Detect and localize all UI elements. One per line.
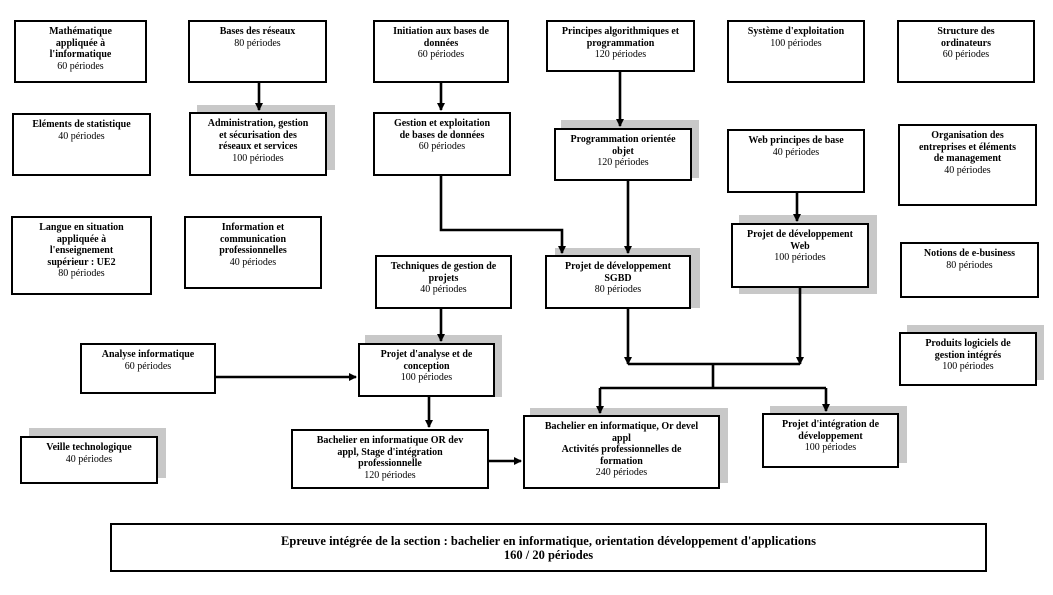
course-title: Information et communication professionn…: [219, 222, 287, 256]
course-periods: 40 périodes: [58, 130, 105, 142]
course-periods: 60 périodes: [942, 49, 990, 60]
course-title: Structure des ordinateurs: [937, 26, 995, 49]
course-title: Mathématique appliquée à l'informatique: [49, 26, 112, 60]
course-stage: Bachelier en informatique OR dev appl, S…: [291, 429, 489, 489]
course-periods: 120 périodes: [597, 157, 649, 168]
course-title: Bachelier en informatique, Or devel appl…: [544, 421, 699, 467]
course-periods: 240 périodes: [595, 467, 648, 478]
course-periods: 60 périodes: [124, 360, 172, 372]
course-init-bdd: Initiation aux bases de données 60 pério…: [373, 20, 509, 83]
course-title: Programmation orientée objet: [570, 134, 676, 157]
course-periods: 100 périodes: [400, 372, 453, 383]
course-systeme-exploitation: Système d'exploitation 100 périodes: [727, 20, 865, 83]
course-periods: 40 périodes: [65, 453, 113, 465]
course-title: Analyse informatique: [101, 349, 195, 360]
course-periods: 80 périodes: [946, 259, 993, 271]
course-techniques-projets: Techniques de gestion de projets 40 péri…: [375, 255, 512, 309]
course-organisation-entreprises: Organisation des entreprises et éléments…: [898, 124, 1037, 206]
epreuve-integree-box: Epreuve intégrée de la section : bacheli…: [110, 523, 987, 572]
course-periods: 40 périodes: [772, 146, 820, 158]
course-title: Administration, gestion et sécurisation …: [207, 118, 309, 152]
course-structure-ordinateurs: Structure des ordinateurs 60 périodes: [897, 20, 1035, 83]
course-title: Langue en situation appliquée à l'enseig…: [39, 222, 124, 268]
course-title: Initiation aux bases de données: [393, 26, 489, 49]
course-periods: 100 périodes: [232, 152, 284, 164]
course-activites-professionnelles: Bachelier en informatique, Or devel appl…: [523, 415, 720, 489]
course-administration-reseaux: Administration, gestion et sécurisation …: [189, 112, 327, 176]
course-principes-algo: Principes algorithmiques et programmatio…: [546, 20, 695, 72]
course-title: Projet de développement SGBD: [565, 261, 671, 284]
course-progiciels: Produits logiciels de gestion intégrés 1…: [899, 332, 1037, 386]
course-title: Projet d'intégration de développement: [781, 419, 880, 442]
epreuve-integree-title: Epreuve intégrée de la section : bacheli…: [281, 533, 816, 548]
course-periods: 40 périodes: [944, 164, 991, 176]
course-title: Veille technologique: [46, 442, 132, 453]
course-title: Gestion et exploitation de bases de donn…: [393, 118, 491, 141]
course-title: Organisation des entreprises et éléments…: [918, 130, 1016, 164]
course-veille: Veille technologique 40 périodes: [20, 436, 158, 484]
course-title: Projet d'analyse et de conception: [380, 349, 473, 372]
course-periods: 80 périodes: [594, 284, 642, 295]
course-periods: 60 périodes: [417, 49, 465, 60]
course-periods: 40 périodes: [229, 256, 277, 268]
course-langue: Langue en situation appliquée à l'enseig…: [11, 216, 152, 295]
course-projet-analyse: Projet d'analyse et de conception 100 pé…: [358, 343, 495, 397]
course-statistique: Eléments de statistique 40 périodes: [12, 113, 151, 176]
course-title: Eléments de statistique: [32, 119, 131, 130]
course-title: Produits logiciels de gestion intégrés: [925, 338, 1011, 361]
course-information-communication: Information et communication professionn…: [184, 216, 322, 289]
epreuve-integree-periods: 160 / 20 périodes: [503, 547, 594, 562]
arrow-gestion-to-sgbd: [439, 176, 566, 254]
course-title: Techniques de gestion de projets: [390, 261, 497, 284]
course-title: Web principes de base: [748, 135, 844, 146]
course-periods: 60 périodes: [418, 141, 466, 152]
course-programmation-objet: Programmation orientée objet 120 période…: [554, 128, 692, 181]
course-projet-web: Projet de développement Web 100 périodes: [731, 223, 869, 288]
course-periods: 100 périodes: [942, 361, 994, 372]
course-periods: 100 périodes: [804, 442, 857, 453]
course-periods: 120 périodes: [594, 49, 647, 60]
course-web-principes: Web principes de base 40 périodes: [727, 129, 865, 193]
course-title: Principes algorithmiques et programmatio…: [561, 26, 680, 49]
course-periods: 120 périodes: [364, 469, 416, 481]
course-periods: 40 périodes: [420, 284, 467, 295]
course-title: Bachelier en informatique OR dev appl, S…: [316, 435, 464, 469]
course-ebusiness: Notions de e-business 80 périodes: [900, 242, 1039, 298]
course-title: Système d'exploitation: [747, 26, 845, 37]
course-analyse: Analyse informatique 60 périodes: [80, 343, 216, 394]
course-periods: 80 périodes: [58, 268, 105, 279]
course-projet-sgbd: Projet de développement SGBD 80 périodes: [545, 255, 691, 309]
course-bases-reseaux: Bases des réseaux 80 périodes: [188, 20, 327, 83]
course-math: Mathématique appliquée à l'informatique …: [14, 20, 147, 83]
course-title: Projet de développement Web: [747, 229, 853, 252]
course-periods: 100 périodes: [774, 252, 826, 263]
course-title: Bases des réseaux: [219, 26, 296, 37]
course-periods: 100 périodes: [770, 37, 822, 49]
course-title: Notions de e-business: [923, 248, 1016, 259]
course-periods: 60 périodes: [57, 60, 104, 72]
course-projet-integration: Projet d'intégration de développement 10…: [762, 413, 899, 468]
course-gestion-bdd: Gestion et exploitation de bases de donn…: [373, 112, 511, 176]
course-periods: 80 périodes: [234, 37, 281, 49]
